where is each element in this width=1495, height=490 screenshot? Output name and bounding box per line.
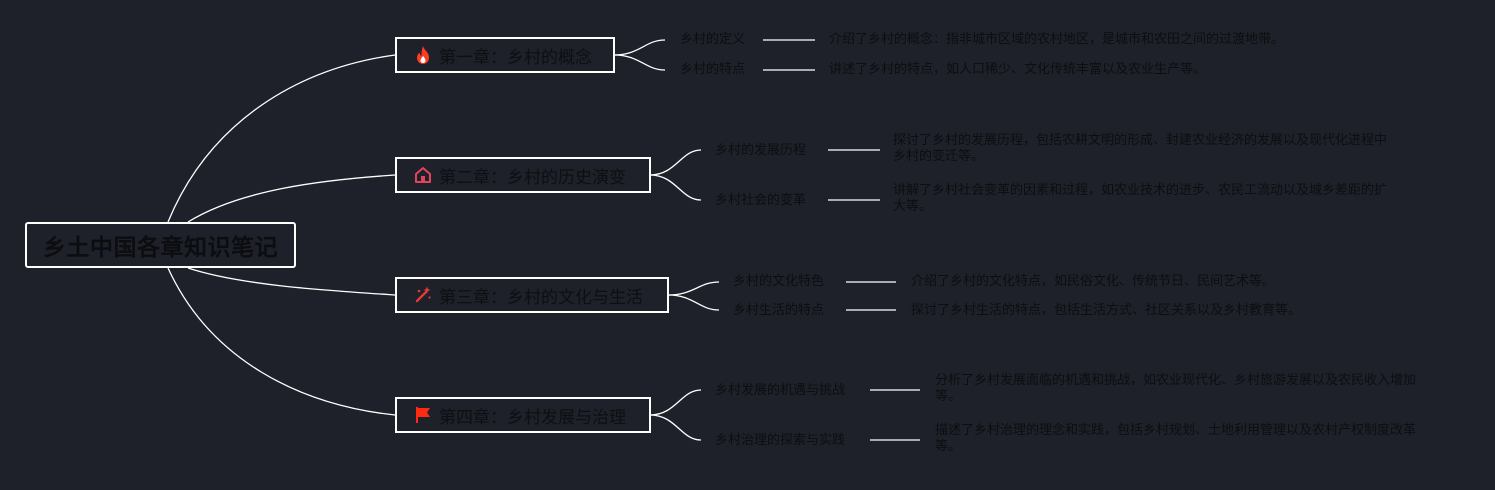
- flag-icon: [413, 405, 433, 425]
- link-ch1-topic2: [613, 54, 666, 71]
- link-ch4-topic2: [649, 414, 702, 441]
- topic-desc-2-2: 讲解了乡村社会变革的因素和过程，如农业技术的进步、农民工流动以及城乡差距的扩大等…: [893, 183, 1388, 214]
- link-root-chapter-1: [167, 54, 396, 223]
- topic-desc-4-1: 分析了乡村发展面临的机遇和挑战，如农业现代化、乡村旅游发展以及农民收入增加等。: [935, 373, 1417, 404]
- link-ch3-topic1: [667, 281, 720, 296]
- topic-label-1-2[interactable]: 乡村的特点: [680, 62, 746, 77]
- chapter-title-4: 第四章：乡村发展与治理: [439, 407, 626, 428]
- link-ch3-topic2: [667, 294, 720, 311]
- topic-label-3-2[interactable]: 乡村生活的特点: [733, 303, 825, 318]
- topic-desc-4-2: 描述了乡村治理的理念和实践，包括乡村规划、土地利用管理以及农村产权制度改革等。: [935, 423, 1417, 454]
- home-icon: [413, 165, 433, 185]
- topic-desc-1-2: 讲述了乡村的特点，如人口稀少、文化传统丰富以及农业生产等。: [829, 62, 1207, 77]
- root-title: 乡土中国各章知识笔记: [43, 235, 278, 261]
- chapter-node-2[interactable]: 第二章：乡村的历史演变: [395, 157, 651, 193]
- link-ch4-topic1: [649, 389, 702, 416]
- fire-icon: [413, 45, 433, 65]
- chapter-title-3: 第三章：乡村的文化与生活: [439, 287, 643, 308]
- link-root-chapter-3: [187, 267, 396, 296]
- chapter-node-3[interactable]: 第三章：乡村的文化与生活: [395, 277, 669, 313]
- topic-desc-2-1: 探讨了乡村的发展历程，包括农耕文明的形成、封建农业经济的发展以及现代化进程中乡村…: [893, 133, 1388, 164]
- root-node[interactable]: 乡土中国各章知识笔记: [25, 222, 296, 268]
- topic-desc-3-1: 介绍了乡村的文化特点，如民俗文化、传统节日、民间艺术等。: [911, 274, 1276, 289]
- topic-label-4-2[interactable]: 乡村治理的探索与实践: [715, 433, 846, 448]
- topic-desc-3-2: 探讨了乡村生活的特点，包括生活方式、社区关系以及乡村教育等。: [911, 303, 1302, 318]
- magic-wand-icon: [413, 285, 433, 305]
- topic-label-4-1[interactable]: 乡村发展的机遇与挑战: [715, 383, 846, 398]
- topic-desc-1-1: 介绍了乡村的概念：指非城市区域的农村地区，是城市和农田之间的过渡地带。: [829, 32, 1285, 47]
- link-ch2-topic2: [649, 174, 702, 201]
- link-root-chapter-4: [167, 267, 396, 416]
- chapter-title-2: 第二章：乡村的历史演变: [439, 167, 626, 188]
- link-root-chapter-2: [187, 174, 396, 223]
- topic-label-1-1[interactable]: 乡村的定义: [680, 32, 746, 47]
- chapter-title-1: 第一章：乡村的概念: [439, 47, 592, 68]
- chapter-node-4[interactable]: 第四章：乡村发展与治理: [395, 397, 651, 433]
- topic-label-2-1[interactable]: 乡村的发展历程: [715, 143, 807, 158]
- topic-label-3-1[interactable]: 乡村的文化特色: [733, 274, 825, 289]
- chapter-node-1[interactable]: 第一章：乡村的概念: [395, 37, 615, 73]
- link-ch2-topic1: [649, 149, 702, 176]
- topic-label-2-2[interactable]: 乡村社会的变革: [715, 193, 807, 208]
- link-ch1-topic1: [613, 39, 666, 56]
